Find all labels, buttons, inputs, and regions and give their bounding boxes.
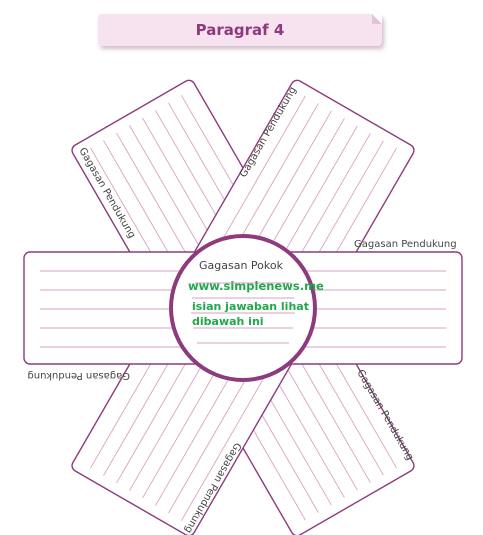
answer-note-line2: dibawah ini	[192, 315, 264, 328]
answer-note-line1: isian jawaban lihat	[192, 300, 309, 313]
watermark-url: www.simplenews.me	[188, 279, 324, 293]
title-tab: Paragraf 4	[98, 14, 382, 46]
center-label: Gagasan Pokok	[199, 259, 283, 272]
center-node	[169, 234, 317, 382]
arm-label-right: Gagasan Pendukung	[354, 239, 457, 250]
folded-corner	[372, 14, 382, 24]
arm-label-left: Gagasan Pendukung	[27, 370, 130, 381]
page-title: Paragraf 4	[195, 21, 285, 39]
